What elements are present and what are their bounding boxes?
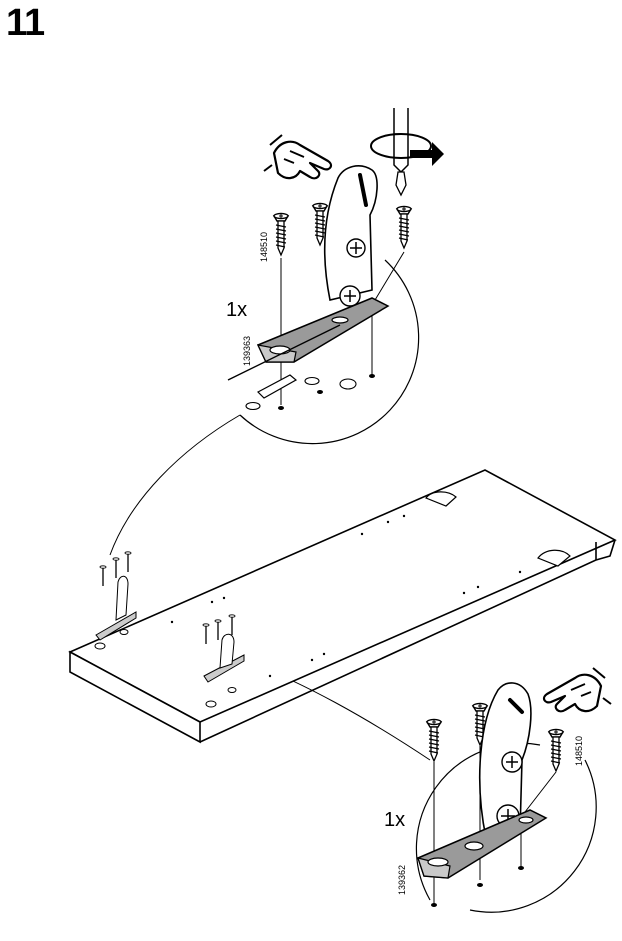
hinge-part-number-bottom: 139362 [397,865,407,895]
screw-icon [548,728,564,772]
top-detail: 1x 148510 139363 [226,108,444,445]
quantity-label-top: 1x [226,299,247,321]
hinge-part-number-top: 139363 [242,336,252,366]
hinge-bracket-icon [417,682,548,879]
screw-icon [273,212,289,256]
rotate-clockwise-icon [370,133,444,166]
screw-part-number-bottom: 148510 [574,736,584,766]
screw-icon [426,718,442,762]
step-number: 11 [6,2,45,44]
bottom-detail: 1x 148510 139362 [384,667,612,913]
screw-part-number-top: 148510 [259,232,269,262]
magnifier-circle-top [239,259,420,445]
screw-icon [396,205,412,249]
panel-board-icon [68,469,617,744]
press-hand-icon [542,667,612,713]
quantity-label-bottom: 1x [384,809,405,831]
press-hand-icon [263,134,333,180]
screwdriver-icon [393,108,409,197]
hinge-bracket-icon [256,165,390,363]
